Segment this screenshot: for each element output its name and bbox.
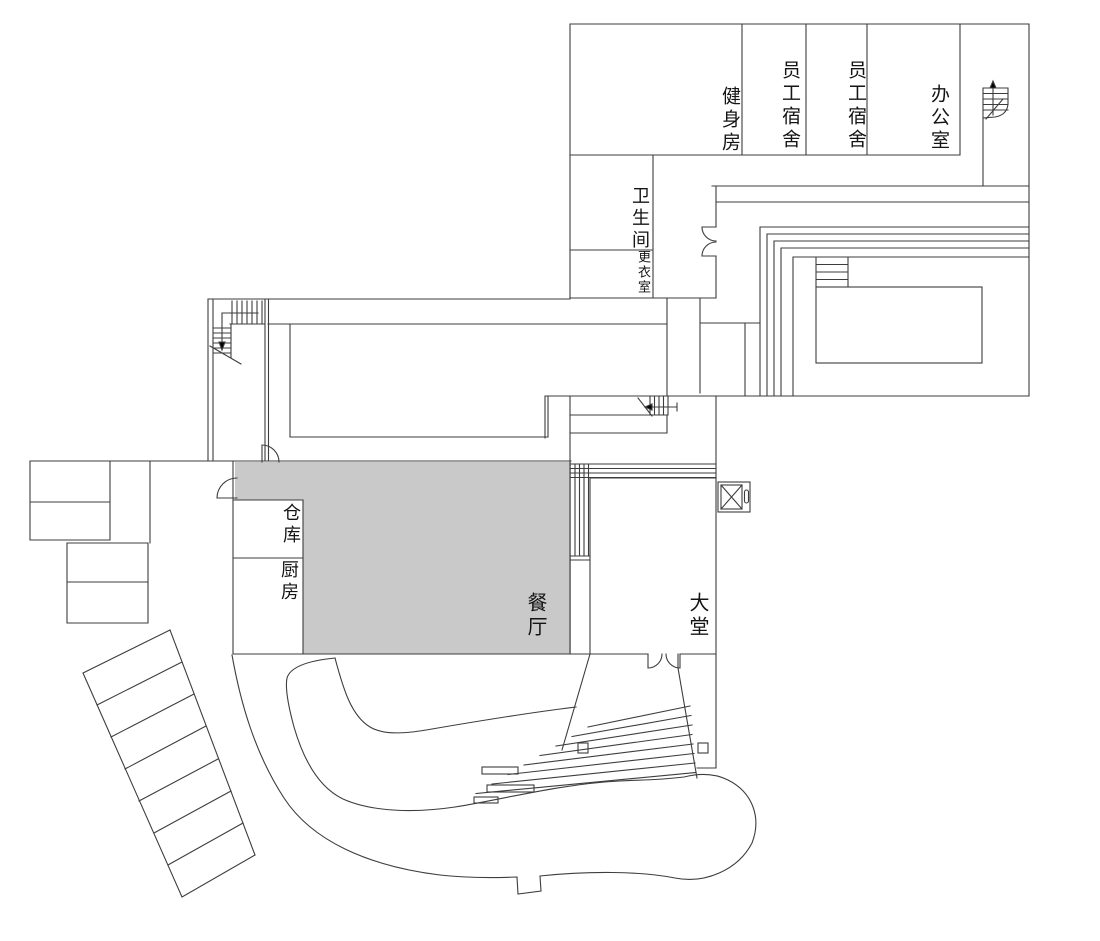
- entrance-steps: [473, 653, 698, 804]
- room-label-staff-dorm-2: 员工宿舍: [845, 60, 866, 152]
- room-label-kitchen: 厨房: [279, 560, 299, 604]
- room-label-office: 办公室: [928, 84, 949, 153]
- corridor-walls: [207, 298, 571, 462]
- driveway-outline: [231, 654, 757, 895]
- lobby-entrance-doors: [647, 653, 681, 669]
- stair-icon-top-right: [982, 79, 1009, 187]
- room-label-gym: 健身房: [719, 86, 740, 155]
- terrace-walkway-lines: [699, 226, 1030, 397]
- entrance-columns: [577, 742, 709, 754]
- room-label-lobby: 大堂: [686, 592, 708, 640]
- door-arc-corridor: [261, 444, 280, 463]
- door-arc-kitchen: [216, 477, 238, 499]
- double-door-icon: [701, 226, 717, 257]
- lobby-corner-steps: [569, 463, 717, 561]
- lower-building-walls: [29, 395, 717, 769]
- elevator-icon: [717, 481, 751, 513]
- room-label-storage: 仓库: [281, 503, 301, 547]
- pool: [815, 256, 983, 364]
- service-block-floor: [233, 500, 303, 654]
- room-label-changing-room: 更衣室: [636, 250, 651, 295]
- stair-icon-top-left: [209, 300, 263, 365]
- room-label-dining-hall: 餐厅: [524, 592, 546, 640]
- room-label-restroom: 卫生间: [630, 186, 650, 252]
- room-label-staff-dorm-1: 员工宿舍: [779, 60, 800, 152]
- stair-icon-garden: [637, 395, 678, 417]
- courtyard-walls: [267, 323, 701, 439]
- terrace-steps: [82, 629, 256, 898]
- upper-building-walls: [569, 23, 1030, 397]
